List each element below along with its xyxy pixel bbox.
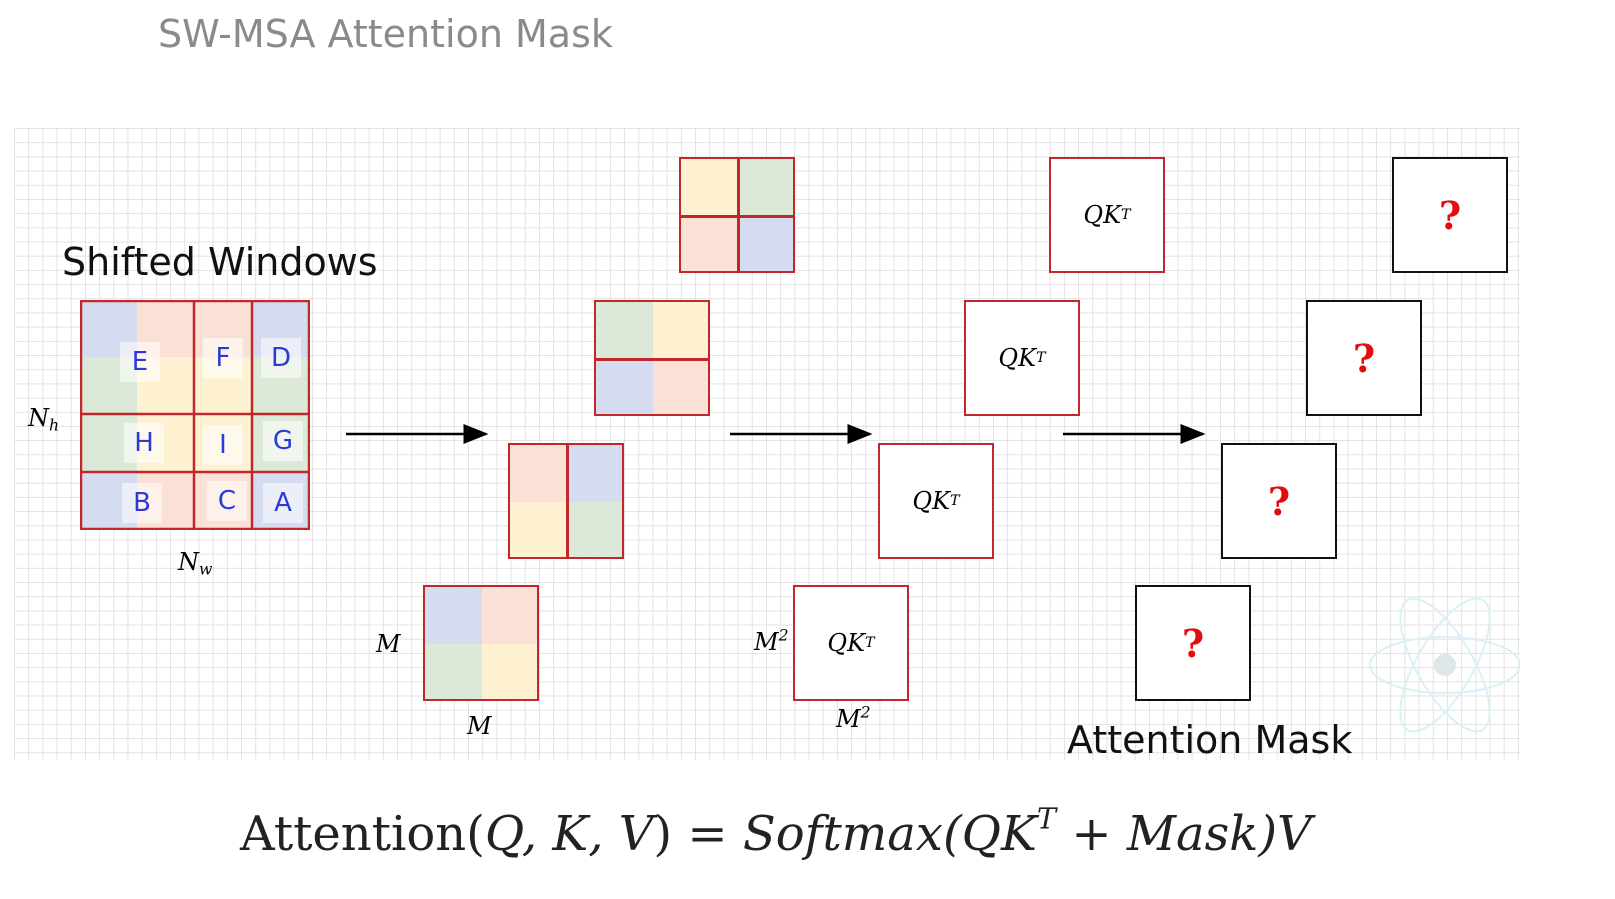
nw-label: Nw — [178, 548, 213, 579]
question-mark: ? — [1352, 335, 1376, 381]
window-letter-e: E — [120, 342, 160, 382]
window-quad-3 — [508, 443, 624, 559]
question-mark: ? — [1438, 192, 1462, 238]
formula-plus: + — [1056, 806, 1127, 862]
question-mark: ? — [1267, 478, 1291, 524]
nh-label: Nh — [28, 404, 60, 435]
formula-prefix: Attention( — [240, 806, 485, 862]
formula-func: Softmax — [742, 806, 943, 862]
m2-sup: 2 — [860, 703, 871, 722]
m-label-bottom: M — [467, 712, 492, 740]
window-letter-f: F — [203, 338, 243, 378]
window-letter-b: B — [122, 483, 162, 523]
window-letter-h: H — [124, 423, 164, 463]
formula-close: )V — [1258, 806, 1312, 862]
m2-label-bottom: M2 — [836, 705, 871, 733]
nw-sub: w — [199, 560, 213, 579]
attention-mask-heading: Attention Mask — [1067, 718, 1353, 762]
attention-formula: Attention(Q, K, V) = Softmax(QKT + Mask)… — [240, 804, 1312, 862]
shifted-windows-grid: E F D H I G B C A — [80, 300, 310, 530]
window-letter-c: C — [207, 481, 247, 521]
nh-sub: h — [49, 416, 60, 435]
page-title: SW-MSA Attention Mask — [158, 12, 613, 56]
window-quad-1 — [679, 157, 795, 273]
formula-args: Q, K, V — [484, 806, 654, 862]
window-quad-2 — [594, 300, 710, 416]
m-label-left: M — [376, 630, 401, 658]
window-letter-i: I — [203, 425, 243, 465]
mask-box-3: ? — [1221, 443, 1337, 559]
m2-base: M — [836, 705, 861, 733]
window-letter-d: D — [261, 338, 301, 378]
window-letter-a: A — [263, 483, 303, 523]
nh-base: N — [28, 404, 49, 432]
window-quad-4 — [423, 585, 539, 701]
formula-mid: ) = — [653, 806, 743, 862]
shifted-windows-heading: Shifted Windows — [62, 240, 378, 284]
formula-open: (QK — [942, 806, 1037, 862]
m2-sup: 2 — [778, 626, 789, 645]
mask-box-2: ? — [1306, 300, 1422, 416]
nw-base: N — [178, 548, 199, 576]
m2-base: M — [754, 628, 779, 656]
formula-sup: T — [1036, 801, 1057, 836]
atom-watermark-icon — [1369, 597, 1520, 733]
formula-mask: Mask — [1126, 806, 1259, 862]
question-mark: ? — [1181, 620, 1205, 666]
mask-box-1: ? — [1392, 157, 1508, 273]
window-letter-g: G — [263, 421, 303, 461]
m2-label-left: M2 — [754, 628, 789, 656]
mask-box-4: ? — [1135, 585, 1251, 701]
